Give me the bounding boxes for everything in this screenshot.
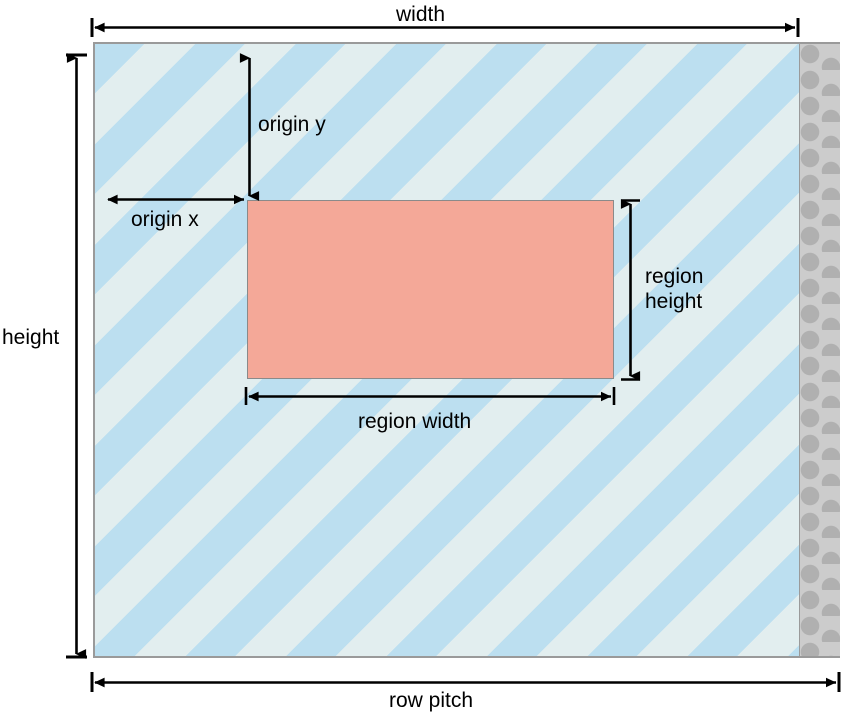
label-origin-x: origin x xyxy=(131,208,199,231)
label-height: height xyxy=(2,326,60,349)
label-region-height-line2: height xyxy=(645,290,703,313)
buffer-frame xyxy=(93,42,840,658)
row-padding-area xyxy=(799,44,840,656)
label-row-pitch: row pitch xyxy=(389,689,474,712)
label-width: width xyxy=(396,3,446,26)
label-origin-y: origin y xyxy=(258,113,326,136)
label-region-height-line1: region xyxy=(645,265,704,288)
label-region-width: region width xyxy=(358,410,472,433)
measure-height xyxy=(66,53,87,659)
region-rectangle xyxy=(247,200,614,379)
